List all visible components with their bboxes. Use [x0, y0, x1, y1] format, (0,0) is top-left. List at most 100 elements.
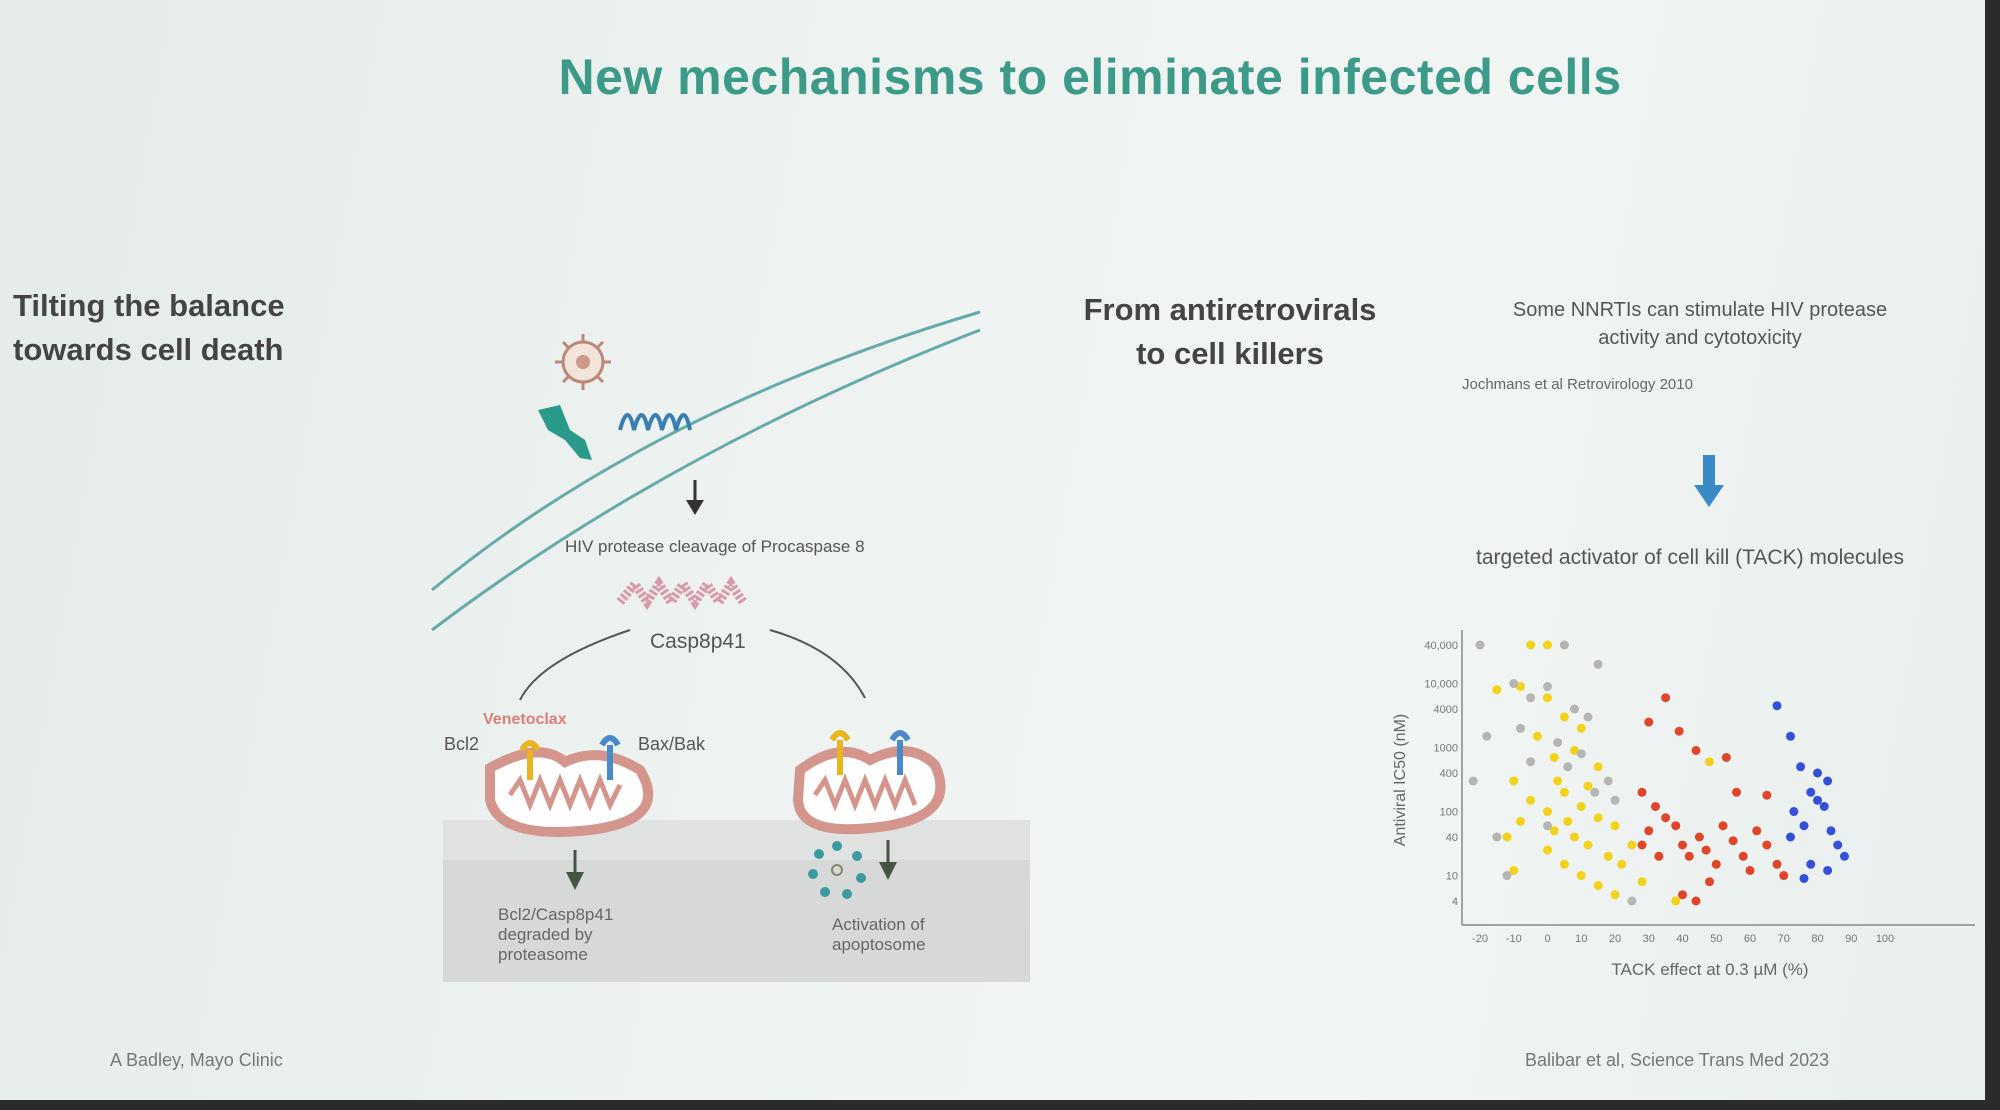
data-point-red — [1661, 693, 1671, 703]
data-point-yellow — [1617, 859, 1627, 869]
data-point-yellow — [1576, 871, 1586, 881]
data-point-red — [1762, 840, 1772, 850]
data-point-red — [1671, 821, 1681, 831]
data-point-blue — [1813, 768, 1822, 778]
data-point-yellow — [1570, 745, 1579, 755]
y-tick-label: 40 — [1446, 832, 1458, 844]
data-point-yellow — [1627, 840, 1637, 850]
data-point-yellow — [1543, 807, 1552, 817]
data-point-red — [1678, 840, 1687, 850]
data-point-yellow — [1593, 813, 1603, 823]
left-outcome-line2: degraded by — [498, 925, 593, 944]
data-point-gray — [1627, 896, 1637, 906]
right-pathway-arrow — [769, 629, 866, 699]
down-arrow-blue-icon — [1694, 455, 1724, 507]
left-heading-line1: Tilting the balance — [13, 288, 285, 323]
x-tick-label: 40 — [1676, 933, 1688, 945]
data-point-blue — [1826, 826, 1836, 836]
data-point-gray — [1590, 787, 1600, 797]
data-point-yellow — [1559, 859, 1569, 869]
data-point-yellow — [1509, 776, 1519, 786]
data-point-red — [1661, 813, 1671, 823]
data-point-blue — [1786, 731, 1795, 741]
y-tick-label: 400 — [1440, 768, 1458, 780]
data-point-yellow — [1583, 781, 1593, 791]
data-point-red — [1691, 896, 1701, 906]
data-point-yellow — [1543, 845, 1552, 855]
data-point-yellow — [1576, 801, 1586, 811]
apoptosome-icon — [808, 841, 866, 899]
data-point-gray — [1475, 640, 1485, 650]
x-tick-label: 90 — [1845, 933, 1857, 945]
data-point-red — [1752, 826, 1762, 836]
left-heading-line2: towards cell death — [13, 332, 284, 367]
right-outcome-line1: Activation of — [832, 915, 925, 934]
footer-left: A Badley, Mayo Clinic — [110, 1050, 283, 1070]
x-tick-label: 50 — [1710, 933, 1722, 945]
data-point-red — [1745, 865, 1755, 875]
data-point-gray — [1593, 659, 1603, 669]
data-point-blue — [1786, 832, 1795, 842]
x-tick-label: 60 — [1744, 933, 1756, 945]
data-point-blue — [1833, 840, 1843, 850]
data-point-gray — [1570, 704, 1579, 714]
data-point-red — [1779, 871, 1789, 881]
middle-heading-line1: From antiretrovirals — [1083, 292, 1377, 327]
data-point-yellow — [1593, 880, 1603, 890]
data-point-red — [1691, 745, 1701, 755]
x-tick-label: 70 — [1778, 933, 1790, 945]
down-arrow-right-icon — [879, 840, 897, 880]
data-point-blue — [1772, 701, 1782, 711]
data-point-red — [1728, 836, 1738, 846]
venetoclax-label: Venetoclax — [483, 711, 567, 728]
data-point-gray — [1583, 712, 1593, 722]
data-point-yellow — [1549, 826, 1559, 836]
data-point-red — [1637, 840, 1647, 850]
data-point-red — [1651, 801, 1660, 811]
left-outcome-line3: proteasome — [498, 945, 588, 964]
x-tick-label: -10 — [1506, 933, 1522, 945]
data-point-red — [1637, 787, 1647, 797]
x-tick-label: 10 — [1575, 933, 1587, 945]
data-point-blue — [1799, 821, 1809, 831]
data-point-yellow — [1610, 890, 1620, 900]
left-pathway-arrow — [519, 629, 631, 701]
data-point-blue — [1796, 762, 1806, 772]
data-point-gray — [1468, 776, 1478, 786]
y-tick-label: 4 — [1452, 896, 1458, 908]
data-point-blue — [1819, 801, 1829, 811]
data-point-yellow — [1492, 685, 1502, 695]
down-arrow-left-icon — [566, 850, 584, 890]
down-arrow-icon — [686, 480, 704, 515]
transmembrane-receptor-icon — [618, 413, 692, 431]
left-heading: Tilting the balance towards cell death — [13, 284, 285, 372]
data-point-gray — [1482, 731, 1492, 741]
x-tick-label: 30 — [1643, 933, 1655, 945]
bcl2-label: Bcl2 — [444, 734, 479, 754]
data-point-yellow — [1603, 851, 1613, 861]
middle-heading-line2: to cell killers — [1136, 336, 1324, 371]
data-point-gray — [1526, 757, 1536, 767]
data-point-gray — [1553, 737, 1563, 747]
data-point-yellow — [1705, 757, 1714, 767]
data-point-yellow — [1559, 787, 1569, 797]
middle-heading: From antiretrovirals to cell killers — [1040, 288, 1420, 376]
x-tick-label: 80 — [1811, 933, 1823, 945]
receptor-icon — [538, 405, 592, 460]
data-point-red — [1721, 752, 1731, 762]
data-point-gray — [1610, 795, 1620, 805]
data-point-red — [1684, 851, 1694, 861]
data-point-gray — [1559, 640, 1569, 650]
data-point-blue — [1840, 851, 1849, 861]
data-point-blue — [1789, 807, 1799, 817]
citation-jochmans: Jochmans et al Retrovirology 2010 — [1462, 376, 1693, 393]
x-tick-label: 20 — [1609, 933, 1621, 945]
data-point-yellow — [1671, 896, 1681, 906]
y-tick-label: 100 — [1440, 807, 1458, 819]
data-point-red — [1701, 845, 1711, 855]
data-point-blue — [1799, 873, 1809, 883]
data-point-gray — [1576, 749, 1586, 759]
data-point-red — [1738, 851, 1748, 861]
cell-membrane-outer — [431, 310, 981, 592]
mitochondrion-left-icon — [485, 735, 654, 837]
